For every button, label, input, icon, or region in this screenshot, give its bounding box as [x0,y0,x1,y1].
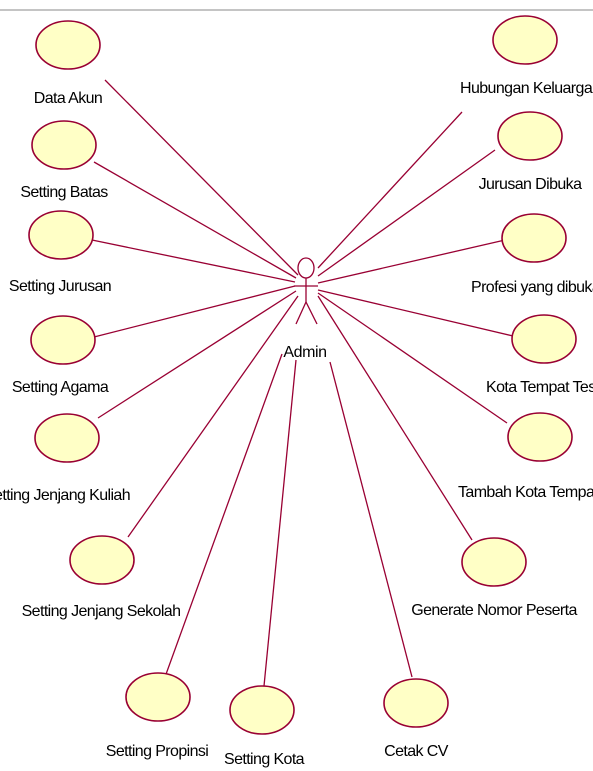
use-case-label: Kota Tempat Tes [486,379,593,396]
use-case-label: Profesi yang dibuka [471,279,593,296]
assoc-setting-jenjang-kuliah [97,290,297,419]
use-case-ellipse [30,315,96,365]
use-case-ellipse [507,412,573,462]
use-case-setting-jenjang-kuliah: Setting Jenjang Kuliah [0,413,131,504]
use-case-cetak-cv: Cetak CV [383,678,449,760]
use-case-setting-jenjang-sekolah: Setting Jenjang Sekolah [22,535,181,620]
use-case-label: Setting Kota [224,751,305,768]
use-case-setting-kota: Setting Kota [224,685,305,768]
use-case-label: Generate Nomor Peserta [411,602,577,619]
use-case-ellipse [497,111,563,161]
use-case-profesi-yang-dibuka: Profesi yang dibuka [471,213,593,296]
use-case-data-akun: Data Akun [34,20,103,107]
assoc-profesi-yang-dibuka [317,239,506,284]
actor-label: Admin [283,344,326,361]
use-case-ellipse [229,685,295,735]
use-case-setting-agama: Setting Agama [12,315,109,396]
assoc-data-akun [104,79,299,276]
actor-leg-left [295,301,307,325]
assoc-hubungan-keluarga [317,111,463,269]
use-case-label: Setting Agama [12,379,109,396]
actor-leg-right [305,301,318,325]
assoc-setting-batas [93,161,297,279]
use-case-generate-nomor-peserta: Generate Nomor Peserta [411,537,578,619]
use-case-label: Setting Jurusan [9,278,111,295]
assoc-setting-jenjang-sekolah [127,295,299,538]
use-case-ellipse [492,15,558,65]
assoc-cetak-cv [329,361,413,678]
use-case-ellipse [501,213,567,263]
assoc-generate-nomor-peserta [317,295,473,541]
actor-head-icon [297,257,315,279]
assoc-setting-kota [263,359,297,687]
use-case-label: Data Akun [34,90,102,107]
assoc-jurusan-dibuka [317,149,496,277]
assoc-tambah-kota-tempat [317,292,508,424]
use-case-setting-propinsi: Setting Propinsi [106,672,209,760]
use-case-label: Setting Batas [20,184,108,201]
use-case-ellipse [125,672,191,722]
use-case-ellipse [461,537,527,587]
use-case-label: Cetak CV [384,743,449,760]
use-case-label: Setting Jenjang Sekolah [22,603,181,620]
use-case-label: Setting Propinsi [106,743,209,760]
use-case-tambah-kota-tempat: Tambah Kota Tempat Tes [458,412,593,501]
associations [91,79,514,687]
use-case-ellipse [31,120,97,170]
assoc-setting-agama [93,285,296,338]
use-case-setting-jurusan: Setting Jurusan [9,210,112,295]
use-case-ellipse [383,678,449,728]
use-case-ellipse [34,413,100,463]
use-case-setting-batas: Setting Batas [20,120,109,201]
assoc-setting-propinsi [164,353,283,678]
use-case-label: Jurusan Dibuka [479,176,582,193]
use-case-label: Hubungan Keluarga [460,80,593,97]
use-case-ellipse [69,535,135,585]
use-case-ellipse [35,20,101,70]
use-case-label: Tambah Kota Tempat Tes [458,484,593,501]
assoc-kota-tempat-tes [317,289,514,337]
actor-admin: Admin [283,257,327,361]
assoc-setting-jurusan [91,239,296,283]
use-case-kota-tempat-tes: Kota Tempat Tes [486,314,593,396]
use-case-jurusan-dibuka: Jurusan Dibuka [479,111,583,193]
use-case-label: Setting Jenjang Kuliah [0,487,130,504]
use-case-ellipse [28,210,94,260]
use-case-hubungan-keluarga: Hubungan Keluarga [460,15,593,97]
use-case-ellipse [511,314,577,364]
